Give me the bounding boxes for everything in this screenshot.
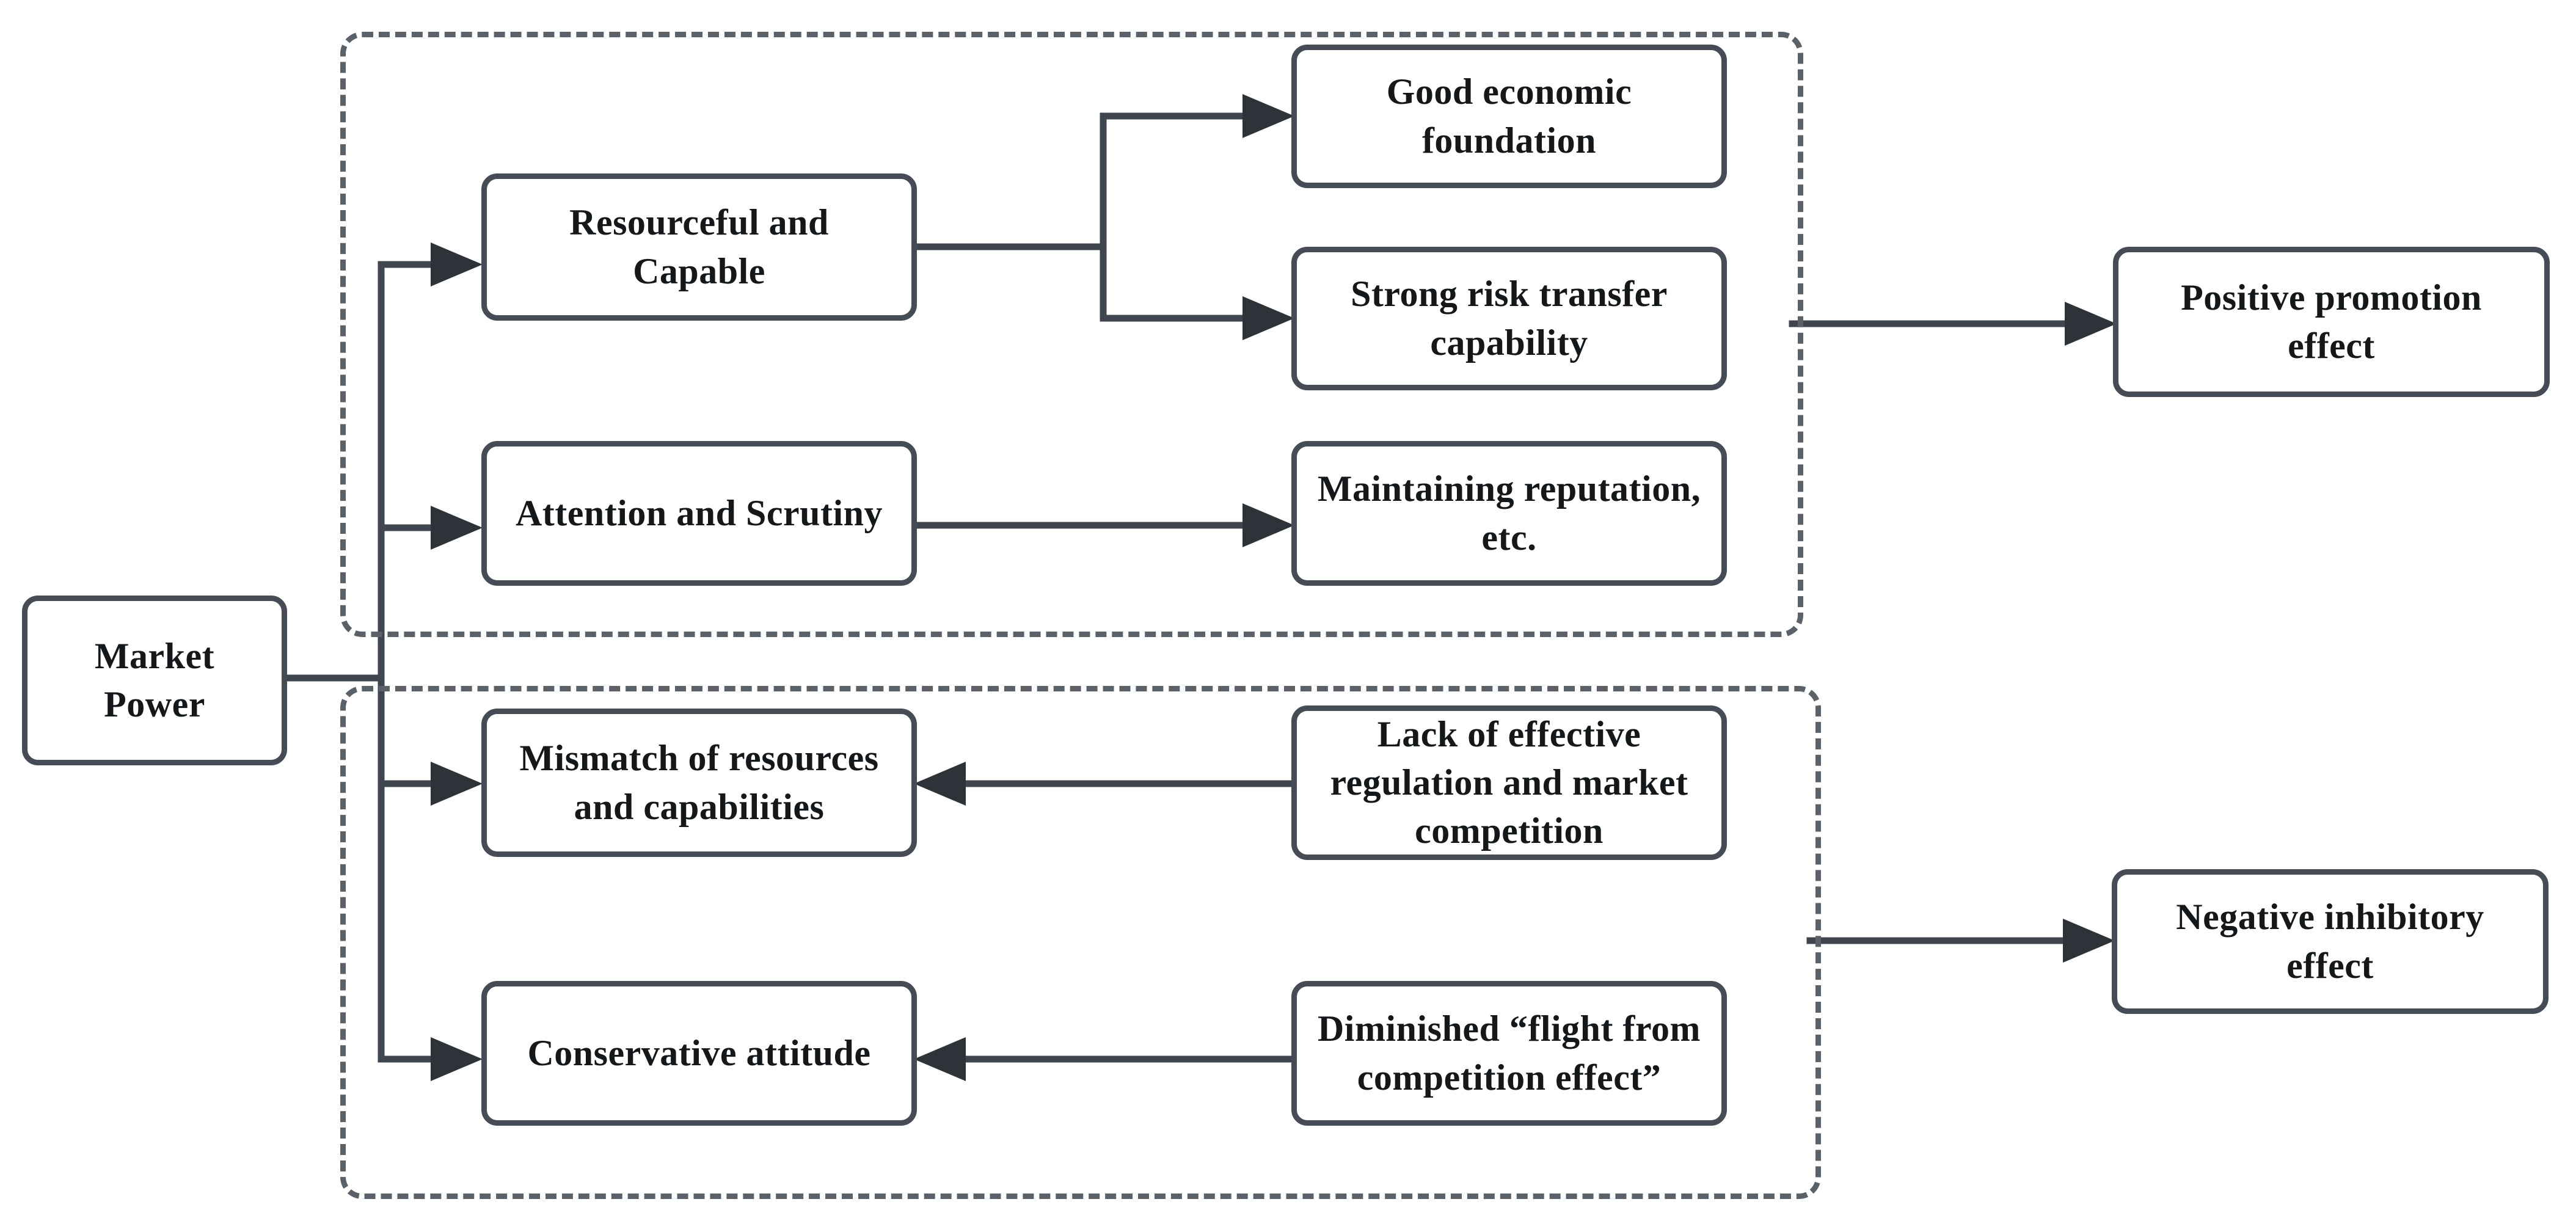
arrowhead-positive [2065, 302, 2117, 346]
node-negative-effect-label: Negative inhibitory effect [2176, 897, 2484, 986]
arrowhead-mismatch-right-entry [914, 762, 966, 806]
node-strong-risk: Strong risk transfer capability [1291, 247, 1727, 390]
node-conservative-attitude-label: Conservative attitude [527, 1032, 871, 1073]
node-good-economic-label: Good economic foundation [1386, 71, 1632, 161]
arrowhead-strong-risk [1242, 296, 1294, 340]
node-lack-regulation-label: Lack of effective regulation and market … [1330, 713, 1688, 851]
node-market-power-label: Market Power [94, 635, 215, 724]
node-diminished-flight: Diminished “flight from competition effe… [1291, 981, 1727, 1126]
arrowhead-negative [2063, 919, 2115, 963]
node-maintaining-reputation: Maintaining reputation, etc. [1291, 441, 1727, 586]
node-resourceful-capable-label: Resourceful and Capable [569, 202, 829, 291]
node-attention-scrutiny-label: Attention and Scrutiny [515, 492, 883, 533]
node-market-power: Market Power [22, 596, 287, 765]
arrowhead-conservative-right-entry [914, 1037, 966, 1081]
node-mismatch-resources: Mismatch of resources and capabilities [481, 709, 917, 857]
node-positive-effect-label: Positive promotion effect [2181, 277, 2482, 366]
node-strong-risk-label: Strong risk transfer capability [1351, 274, 1668, 363]
node-attention-scrutiny: Attention and Scrutiny [481, 441, 917, 586]
node-diminished-flight-label: Diminished “flight from competition effe… [1317, 1008, 1701, 1098]
negative-group-frame [340, 686, 1821, 1199]
node-mismatch-resources-label: Mismatch of resources and capabilities [519, 738, 879, 827]
node-positive-effect: Positive promotion effect [2113, 247, 2550, 397]
node-negative-effect: Negative inhibitory effect [2112, 869, 2549, 1014]
arrowhead-good-economic [1242, 94, 1294, 138]
arrowhead-mismatch-left-entry [431, 762, 483, 806]
arrowhead-conservative-left-entry [431, 1037, 483, 1081]
node-good-economic: Good economic foundation [1291, 45, 1727, 188]
node-conservative-attitude: Conservative attitude [481, 981, 917, 1126]
arrowhead-attention [431, 506, 483, 550]
node-resourceful-capable: Resourceful and Capable [481, 173, 917, 321]
arrowhead-maintaining [1242, 503, 1294, 547]
node-lack-regulation: Lack of effective regulation and market … [1291, 705, 1727, 860]
positive-group-frame [340, 32, 1803, 637]
arrowhead-resourceful [431, 242, 483, 286]
node-maintaining-reputation-label: Maintaining reputation, etc. [1317, 468, 1701, 558]
